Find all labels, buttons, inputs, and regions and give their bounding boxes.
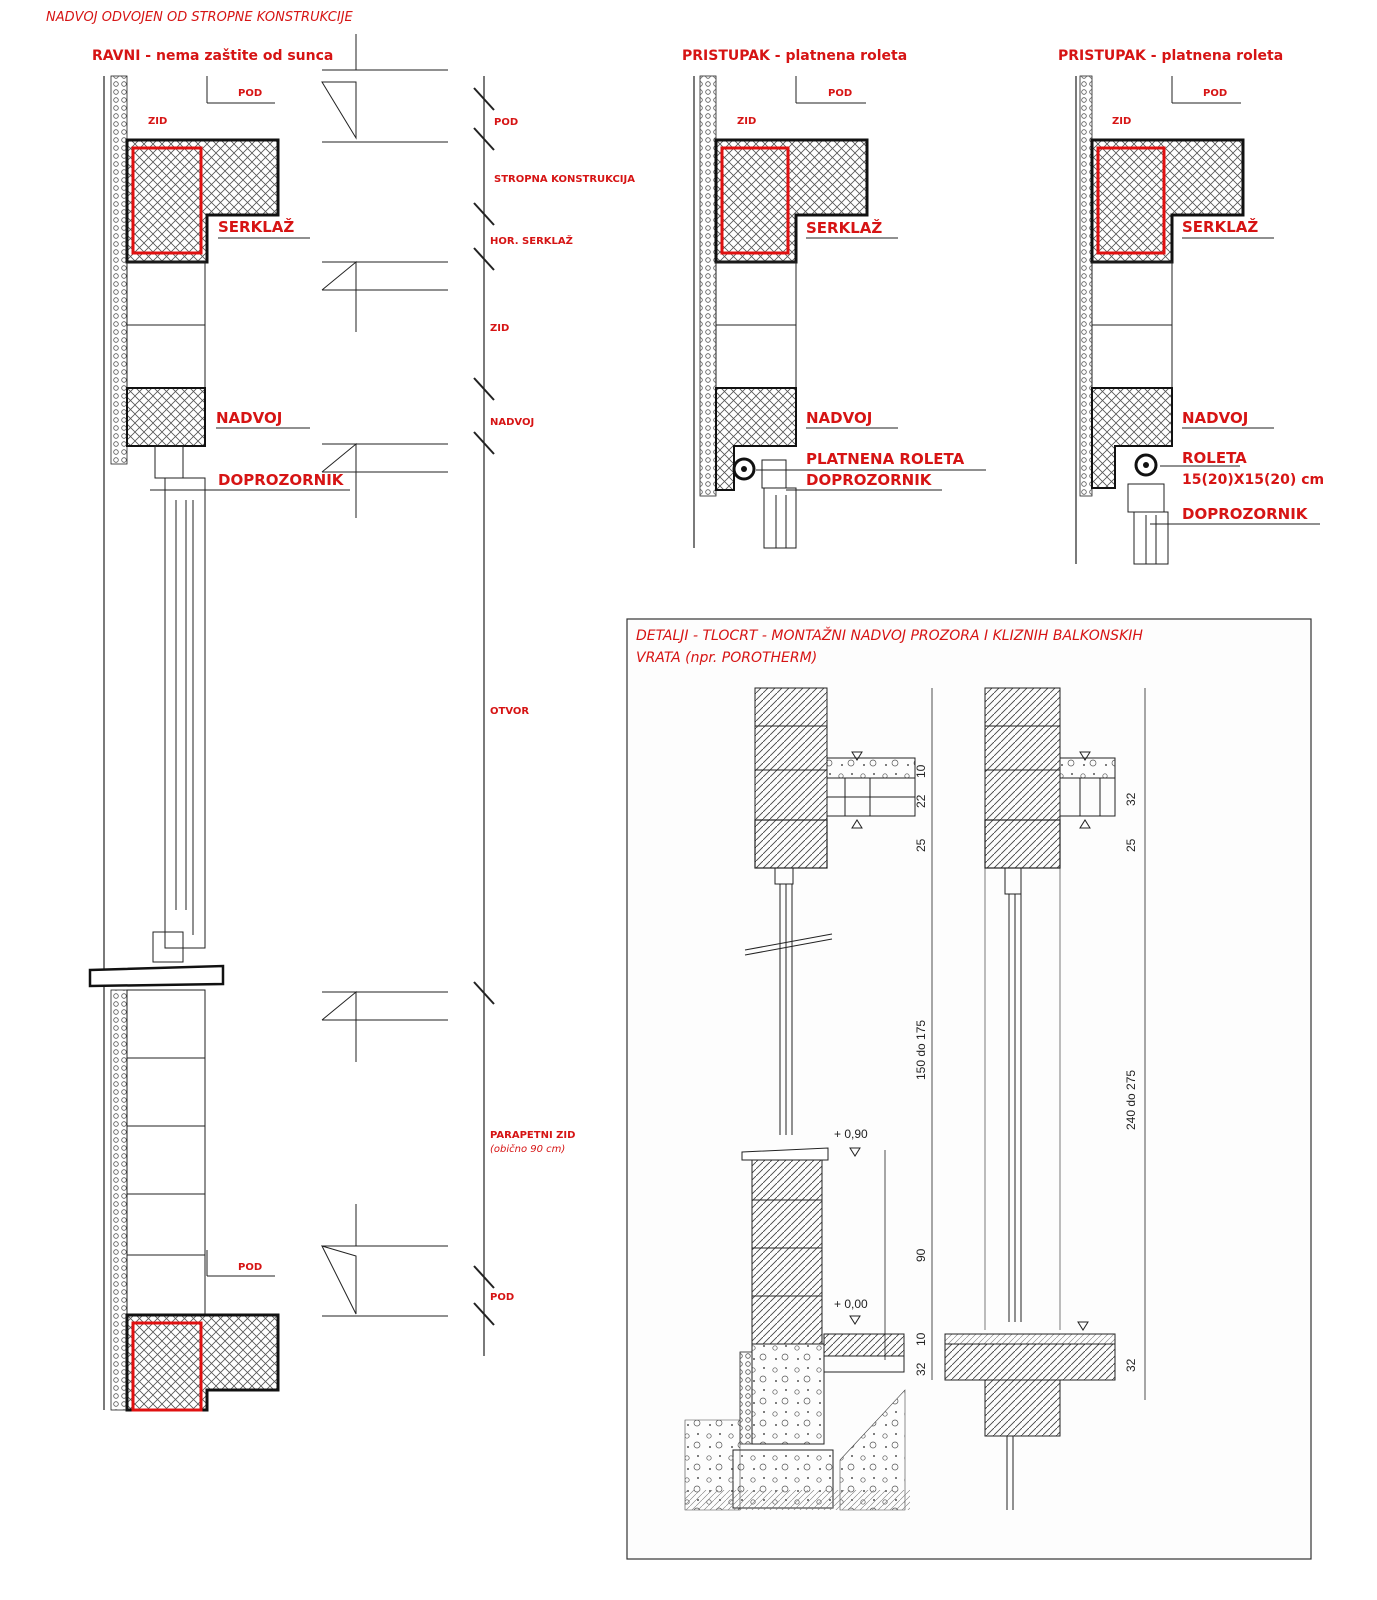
dim-right-240-275: 240 do 275	[1124, 1070, 1138, 1130]
a-label-zid: ZID	[737, 116, 756, 127]
a-label-nadvoj: NADVOJ	[806, 409, 872, 427]
section-recess-b-heading: PRISTUPAK - platnena roleta	[1058, 48, 1283, 64]
dim-left-150-175: 150 do 175	[914, 1020, 928, 1080]
label-nadvoj: NADVOJ	[216, 409, 282, 427]
label-serklaz: SERKLAŽ	[218, 217, 294, 236]
b-label-zid: ZID	[1112, 116, 1131, 127]
detail-frame	[626, 618, 1312, 1560]
section-flat: RAVNI - nema zaštite od sunca POD ZID SE…	[88, 48, 350, 1412]
dim-left-90: 90	[914, 1248, 928, 1262]
b-label-roleta: ROLETA	[1182, 449, 1247, 467]
dim-parapet-note: (obično 90 cm)	[490, 1143, 565, 1155]
b-label-serklaz: SERKLAŽ	[1182, 217, 1258, 236]
lintel	[126, 387, 206, 447]
lintel-a	[715, 387, 797, 491]
label-pod-top: POD	[238, 88, 262, 99]
a-label-pod: POD	[828, 88, 852, 99]
a-label-serklaz: SERKLAŽ	[806, 218, 882, 237]
floor-slab-a	[714, 138, 869, 264]
sheet-title: NADVOJ ODVOJEN OD STROPNE KONSTRUKCIJE	[46, 10, 354, 25]
b-label-nadvoj: NADVOJ	[1182, 409, 1248, 427]
level-090: + 0,90	[834, 1127, 868, 1141]
section-recess-b: PRISTUPAK - platnena roleta POD ZID SERK…	[1058, 48, 1324, 565]
window-frame	[164, 477, 206, 949]
insulation-layer	[110, 75, 128, 465]
dim-right-32-top: 32	[1124, 792, 1138, 806]
a-label-roleta: PLATNENA ROLETA	[806, 450, 965, 468]
detail-box: DETALJI - TLOCRT - MONTAŽNI NADVOJ PROZO…	[626, 618, 1312, 1560]
ring-beam-rebar	[131, 146, 203, 255]
detail-title-line2: VRATA (npr. POROTHERM)	[636, 650, 817, 666]
dim-right-32: 32	[1124, 1358, 1138, 1372]
lintel-b	[1091, 387, 1173, 489]
label-doprozornik: DOPROZORNIK	[218, 471, 345, 489]
b-label-doprozornik: DOPROZORNIK	[1182, 505, 1309, 523]
dim-otvor: OTVOR	[490, 706, 529, 717]
roller-shutter-icon	[1134, 453, 1158, 477]
parapet-wall	[126, 989, 206, 1316]
floor-slab-b	[1090, 138, 1245, 264]
dim-left-32: 32	[914, 1362, 928, 1376]
dim-nadvoj: NADVOJ	[490, 417, 534, 428]
a-label-doprozornik: DOPROZORNIK	[806, 471, 933, 489]
dim-zid: ZID	[490, 323, 509, 334]
dim-left-25: 25	[914, 838, 928, 852]
level-000: + 0,00	[834, 1297, 868, 1311]
section-flat-heading: RAVNI - nema zaštite od sunca	[92, 48, 333, 64]
insulation-layer-lower	[110, 989, 128, 1411]
dim-pod-bottom: POD	[490, 1292, 514, 1303]
left-dimensions: 10 22 25 150 do 175 90 10 32	[914, 764, 928, 1376]
dim-hor-serklaz: HOR. SERKLAŽ	[490, 234, 573, 247]
detail-window-section: + 0,90 + 0,00 10 22 25 150 do 175 90 10 …	[684, 687, 933, 1511]
b-label-pod: POD	[1203, 88, 1227, 99]
label-zid: ZID	[148, 116, 167, 127]
dim-pod-top: POD	[494, 117, 518, 128]
dim-left-22: 22	[914, 794, 928, 808]
label-pod-bottom: POD	[238, 1262, 262, 1273]
dimension-chain: POD STROPNA KONSTRUKCIJA HOR. SERKLAŽ ZI…	[321, 34, 635, 1356]
window-sill	[88, 964, 225, 988]
dim-left-10: 10	[914, 1332, 928, 1346]
detail-door-section: 32 25 240 do 275 32	[944, 687, 1146, 1510]
section-recess-a: PRISTUPAK - platnena roleta POD ZID SERK…	[682, 48, 986, 549]
roller-blind-icon	[732, 457, 756, 481]
right-dimensions: 32 25 240 do 275 32	[1124, 792, 1138, 1372]
dim-stropna-konstrukcija: STROPNA KONSTRUKCIJA	[494, 174, 635, 185]
dim-left-10-top: 10	[914, 764, 928, 778]
b-label-roleta-size: 15(20)X15(20) cm	[1182, 472, 1324, 488]
detail-title-line1: DETALJI - TLOCRT - MONTAŽNI NADVOJ PROZO…	[636, 626, 1143, 644]
section-recess-a-heading: PRISTUPAK - platnena roleta	[682, 48, 907, 64]
dim-right-25: 25	[1124, 838, 1138, 852]
dim-parapetni-zid: PARAPETNI ZID	[490, 1130, 575, 1141]
